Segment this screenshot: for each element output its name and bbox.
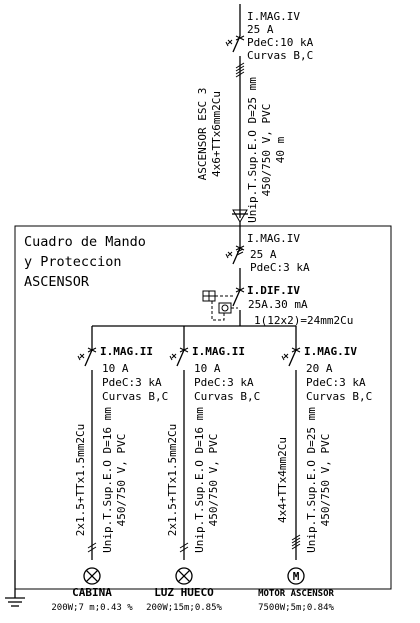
circuit-1-cable-type: Unip.T.Sup.E.O D=16 mm <box>101 407 114 553</box>
circuit-3-load-data: 7500W;5m;0.84% <box>258 603 334 613</box>
feeder-line-section: 4x6+TTx6mm2Cu <box>210 91 223 177</box>
main-breaker-type: I.MAG.IV <box>247 232 300 245</box>
circuit-1: I.MAG.II 10 A PdeC:3 kA Curvas B,C 2x1.5… <box>51 345 168 613</box>
feeder-breaker-rating: 25 A <box>247 23 274 36</box>
circuit-2-load-name: LUZ HUECO <box>154 586 214 599</box>
panel-title: Cuadro de Mando y Proteccion ASCENSOR <box>24 234 146 290</box>
circuit-3-breaker-capacity: PdeC:3 kA <box>306 376 366 389</box>
feeder-breaker-curves: Curvas B,C <box>247 49 313 62</box>
feeder-breaker-capacity: PdeC:10 kA <box>247 36 314 49</box>
circuit-2-lamp-icon <box>175 567 193 585</box>
circuit-1-breaker-symbol <box>77 347 97 560</box>
feeder-cable-type: Unip.T.Sup.E.O D=25 mm <box>246 77 259 223</box>
circuit-1-breaker-type: I.MAG.II <box>100 345 153 358</box>
circuit-3-cable-section: 4x4+TTx4mm2Cu <box>276 437 289 523</box>
circuit-1-load-data: 200W;7 m;0.43 % <box>51 603 133 613</box>
circuit-3-breaker-type: I.MAG.IV <box>304 345 357 358</box>
circuit-2-cable-type: Unip.T.Sup.E.O D=16 mm <box>193 407 206 553</box>
circuit-2: I.MAG.II 10 A PdeC:3 kA Curvas B,C 2x1.5… <box>146 345 260 613</box>
panel-title-line-2: y Proteccion <box>24 254 122 270</box>
feeder-cable-label: Unip.T.Sup.E.O D=25 mm 450/750 V, PVC 40… <box>246 77 287 223</box>
circuit-3: I.MAG.IV 20 A PdeC:3 kA Curvas B,C 4x4+T… <box>258 345 372 613</box>
main-breaker-label: I.MAG.IV 25 A PdeC:3 kA <box>247 232 310 274</box>
circuit-3-load-name: MOTOR ASCENSOR <box>258 589 334 599</box>
rcd-rating: 25A.30 mA <box>248 298 308 311</box>
main-breaker-rating: 25 A <box>250 248 277 261</box>
circuit-2-cable-voltage: 450/750 V, PVC <box>207 434 220 527</box>
feeder-cable-voltage: 450/750 V, PVC <box>260 104 273 197</box>
circuit-2-breaker-curves: Curvas B,C <box>194 390 260 403</box>
circuit-1-breaker-curves: Curvas B,C <box>102 390 168 403</box>
feeder-line-title: ASCENSOR ESC 3 <box>196 88 209 181</box>
motor-letter: M <box>293 570 300 583</box>
circuit-2-breaker-symbol <box>169 347 189 560</box>
circuit-1-breaker-capacity: PdeC:3 kA <box>102 376 162 389</box>
circuit-2-load-data: 200W;15m;0.85% <box>146 603 222 613</box>
circuit-3-breaker-curves: Curvas B,C <box>306 390 372 403</box>
panel-title-line-1: Cuadro de Mando <box>24 234 146 250</box>
rcd-symbol <box>202 287 245 326</box>
circuit-2-breaker-rating: 10 A <box>194 362 221 375</box>
circuit-3-breaker-rating: 20 A <box>306 362 333 375</box>
circuit-1-cable-voltage: 450/750 V, PVC <box>115 434 128 527</box>
circuit-1-breaker-rating: 10 A <box>102 362 129 375</box>
feeder-breaker-label: I.MAG.IV 25 A PdeC:10 kA Curvas B,C <box>247 10 314 62</box>
circuit-3-breaker-symbol <box>281 347 301 560</box>
main-breaker-symbol <box>225 222 245 290</box>
circuit-2-breaker-type: I.MAG.II <box>192 345 245 358</box>
panel-title-line-3: ASCENSOR <box>24 274 90 290</box>
circuit-2-breaker-capacity: PdeC:3 kA <box>194 376 254 389</box>
circuit-1-lamp-icon <box>83 567 101 585</box>
circuit-3-motor-icon: M <box>287 567 305 585</box>
rcd-type: I.DIF.IV <box>247 284 300 297</box>
circuit-1-load-name: CABINA <box>72 586 112 599</box>
busbar-section: 1(12x2)=24mm2Cu <box>254 314 353 327</box>
circuit-3-cable-voltage: 450/750 V, PVC <box>319 434 332 527</box>
circuit-3-cable-type: Unip.T.Sup.E.O D=25 mm <box>305 407 318 553</box>
panel-enclosure <box>14 225 392 590</box>
feeder-line <box>225 4 248 223</box>
rcd-label: I.DIF.IV 25A.30 mA <box>247 284 308 311</box>
feeder-breaker-type: I.MAG.IV <box>247 10 300 23</box>
circuit-2-cable-section: 2x1.5+TTx1.5mm2Cu <box>166 424 179 537</box>
circuit-1-cable-section: 2x1.5+TTx1.5mm2Cu <box>74 424 87 537</box>
feeder-line-name: ASCENSOR ESC 3 4x6+TTx6mm2Cu <box>196 88 223 181</box>
ground-icon <box>5 560 25 607</box>
main-breaker-capacity: PdeC:3 kA <box>250 261 310 274</box>
feeder-cable-length: 40 m <box>274 136 287 163</box>
